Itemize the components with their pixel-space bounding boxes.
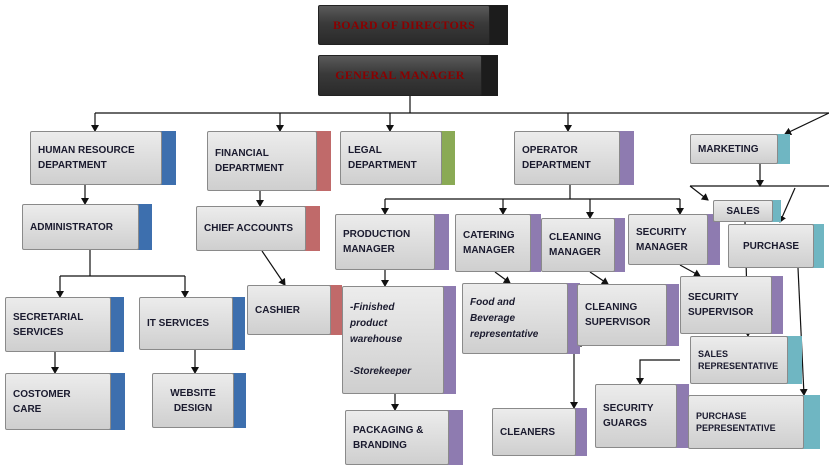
food-beverage-box: Food and Beverage representative xyxy=(462,283,580,354)
warehouse-box: -Finished product warehouse -Storekeeper xyxy=(342,286,456,394)
connector-arrow xyxy=(589,271,609,285)
production-manager-label: PRODUCTION MANAGER xyxy=(343,229,411,255)
purchase-box: PURCHASE xyxy=(728,224,824,268)
cashier-label: CASHIER xyxy=(255,304,301,316)
production-manager-box: PRODUCTION MANAGER xyxy=(335,214,449,270)
operator-department-label: OPERATOR DEPARTMENT xyxy=(522,145,591,171)
marketing-label: MARKETING xyxy=(698,143,759,155)
security-supervisor-label: SECURITY SUPERVISOR xyxy=(688,292,754,318)
box-face: IT SERVICES xyxy=(139,297,233,350)
box-face: PURCHASE xyxy=(728,224,814,268)
connector-arrow xyxy=(570,345,582,409)
secretarial-services-box: SECRETARIAL SERVICES xyxy=(5,297,124,352)
box-face: MARKETING xyxy=(690,134,778,164)
box-face: FINANCIAL DEPARTMENT xyxy=(207,131,317,191)
board-of-directors-label: BOARD OF DIRECTORS xyxy=(332,17,476,32)
it-services-box: IT SERVICES xyxy=(139,297,245,350)
it-services-label: IT SERVICES xyxy=(147,318,210,329)
cleaning-supervisor-box: CLEANING SUPERVISOR xyxy=(577,284,679,346)
financial-department-box: FINANCIAL DEPARTMENT xyxy=(207,131,331,191)
box-face: GENERAL MANAGER xyxy=(318,55,482,96)
purchase-representative-box: PURCHASE PEPRESENTATIVE xyxy=(688,395,820,449)
purchase-label: PURCHASE xyxy=(742,240,800,252)
sales-box: SALES xyxy=(713,200,781,222)
hr-department-label: HUMAN RESOURCE DEPARTMENT xyxy=(38,145,135,171)
security-supervisor-box: SECURITY SUPERVISOR xyxy=(680,276,783,334)
box-face: SALES REPRESENTATIVE xyxy=(690,336,788,384)
cleaning-supervisor-label: CLEANING SUPERVISOR xyxy=(585,302,651,328)
catering-manager-box: CATERING MANAGER xyxy=(455,214,541,272)
connector-arrow xyxy=(784,112,829,136)
financial-department-label: FINANCIAL DEPARTMENT xyxy=(215,148,284,174)
secretarial-services-label: SECRETARIAL SERVICES xyxy=(13,311,84,338)
connector-arrow xyxy=(636,359,680,385)
box-face: CLEANING MANAGER xyxy=(541,218,615,272)
box-face: PACKAGING & BRANDING xyxy=(345,410,449,465)
food-beverage-label: Food and Beverage representative xyxy=(470,296,539,340)
box-face: HUMAN RESOURCE DEPARTMENT xyxy=(30,131,162,185)
catering-manager-label: CATERING MANAGER xyxy=(463,230,515,256)
operator-department-box: OPERATOR DEPARTMENT xyxy=(514,131,634,185)
box-face: -Finished product warehouse -Storekeeper xyxy=(342,286,444,394)
box-face: COSTOMER CARE xyxy=(5,373,111,430)
chief-accounts-label: CHIEF ACCOUNTS xyxy=(204,223,294,234)
box-face: CATERING MANAGER xyxy=(455,214,531,272)
cleaning-manager-label: CLEANING MANAGER xyxy=(549,232,602,258)
cleaners-box: CLEANERS xyxy=(492,408,587,456)
general-manager-box: GENERAL MANAGER xyxy=(318,55,498,96)
cashier-box: CASHIER xyxy=(247,285,342,335)
box-face: SALES xyxy=(713,200,773,222)
sales-representative-label: SALES REPRESENTATIVE xyxy=(698,349,779,371)
connector-arrow xyxy=(797,267,808,396)
website-design-box: WEBSITE DESIGN xyxy=(152,373,246,428)
sales-representative-box: SALES REPRESENTATIVE xyxy=(690,336,802,384)
box-face: SECURITY MANAGER xyxy=(628,214,708,265)
box-face: PURCHASE PEPRESENTATIVE xyxy=(688,395,804,449)
cleaners-label: CLEANERS xyxy=(500,426,556,438)
security-manager-label: SECURITY MANAGER xyxy=(636,226,688,253)
administrator-box: ADMINISTRATOR xyxy=(22,204,152,250)
legal-department-label: LEGAL DEPARTMENT xyxy=(348,145,417,171)
box-face: ADMINISTRATOR xyxy=(22,204,139,250)
box-face: Food and Beverage representative xyxy=(462,283,568,354)
box-face: CLEANERS xyxy=(492,408,576,456)
connector-arrow xyxy=(261,250,286,286)
box-face: CASHIER xyxy=(247,285,331,335)
box-face: SECURITY GUARGS xyxy=(595,384,677,448)
box-face: OPERATOR DEPARTMENT xyxy=(514,131,620,185)
customer-care-box: COSTOMER CARE xyxy=(5,373,125,430)
general-manager-label: GENERAL MANAGER xyxy=(335,68,465,82)
box-face: CLEANING SUPERVISOR xyxy=(577,284,667,346)
connector-arrow xyxy=(778,187,796,223)
box-face: CHIEF ACCOUNTS xyxy=(196,206,306,251)
board-of-directors-box: BOARD OF DIRECTORS xyxy=(318,5,508,45)
box-face: BOARD OF DIRECTORS xyxy=(318,5,490,45)
cleaning-manager-box: CLEANING MANAGER xyxy=(541,218,625,272)
box-face: SECURITY SUPERVISOR xyxy=(680,276,772,334)
website-design-label: WEBSITE DESIGN xyxy=(170,387,216,414)
connector-arrow xyxy=(494,271,511,284)
marketing-box: MARKETING xyxy=(690,134,790,164)
box-face: PRODUCTION MANAGER xyxy=(335,214,435,270)
box-face: SECRETARIAL SERVICES xyxy=(5,297,111,352)
box-face: WEBSITE DESIGN xyxy=(152,373,234,428)
chief-accounts-box: CHIEF ACCOUNTS xyxy=(196,206,320,251)
hr-department-box: HUMAN RESOURCE DEPARTMENT xyxy=(30,131,176,185)
security-guards-label: SECURITY GUARGS xyxy=(603,403,654,429)
purchase-representative-label: PURCHASE PEPRESENTATIVE xyxy=(696,411,776,433)
packaging-branding-label: PACKAGING & BRANDING xyxy=(353,424,424,451)
security-guards-box: SECURITY GUARGS xyxy=(595,384,689,448)
customer-care-label: COSTOMER CARE xyxy=(13,388,71,415)
connector-arrow xyxy=(689,185,709,201)
security-manager-box: SECURITY MANAGER xyxy=(628,214,720,265)
sales-label: SALES xyxy=(726,205,760,217)
administrator-label: ADMINISTRATOR xyxy=(30,221,113,233)
box-face: LEGAL DEPARTMENT xyxy=(340,131,442,185)
warehouse-label: -Finished product warehouse -Storekeeper xyxy=(350,302,412,377)
packaging-branding-box: PACKAGING & BRANDING xyxy=(345,410,463,465)
legal-department-box: LEGAL DEPARTMENT xyxy=(340,131,455,185)
connector-arrow xyxy=(679,264,701,277)
